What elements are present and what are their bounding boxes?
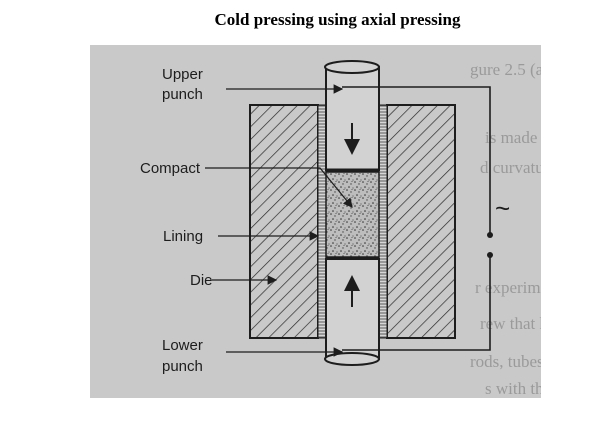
ghost-line-1: gure 2.5 (a) Compression of Fi: [470, 60, 541, 79]
terminal-bottom: [487, 252, 493, 258]
ghost-line-6: rods, tubes are produced, which: [470, 352, 541, 371]
ghost-line-3: d curvatures. Many alloys, an: [480, 158, 541, 177]
label-compact: Compact: [140, 160, 201, 177]
terminal-top: [487, 232, 493, 238]
figure-title: Cold pressing using axial pressing: [214, 10, 461, 29]
die-left-block: [249, 104, 319, 339]
label-lining: Lining: [163, 228, 203, 245]
label-lower-punch-2: punch: [162, 358, 203, 375]
ghost-line-2: is made of rubber with very co: [485, 128, 541, 147]
die-right-block: [386, 104, 456, 339]
label-upper-punch-1: Upper: [162, 66, 203, 83]
lower-punch: [324, 256, 380, 366]
diagram-canvas: gure 2.5 (a) Compression of Fi is made o…: [140, 60, 541, 398]
axial-pressing-diagram: gure 2.5 (a) Compression of Fi is made o…: [90, 45, 541, 398]
ghost-line-7: s with the copper constituents: [485, 379, 541, 398]
label-lower-punch-1: Lower: [162, 337, 203, 354]
label-die: Die: [190, 272, 213, 289]
ac-source-symbol: ~: [495, 193, 510, 223]
ghost-line-5: rew that has a moving die so that: [480, 314, 541, 333]
upper-punch: [324, 60, 380, 172]
ghost-line-4: r experiments. The forcin: [475, 278, 541, 297]
label-upper-punch-2: punch: [162, 86, 203, 103]
lining-left: [317, 104, 327, 339]
power-circuit: [342, 86, 491, 351]
lining-right: [378, 104, 388, 339]
leader-lines: [205, 84, 353, 357]
background-text: gure 2.5 (a) Compression of Fi is made o…: [470, 60, 541, 398]
